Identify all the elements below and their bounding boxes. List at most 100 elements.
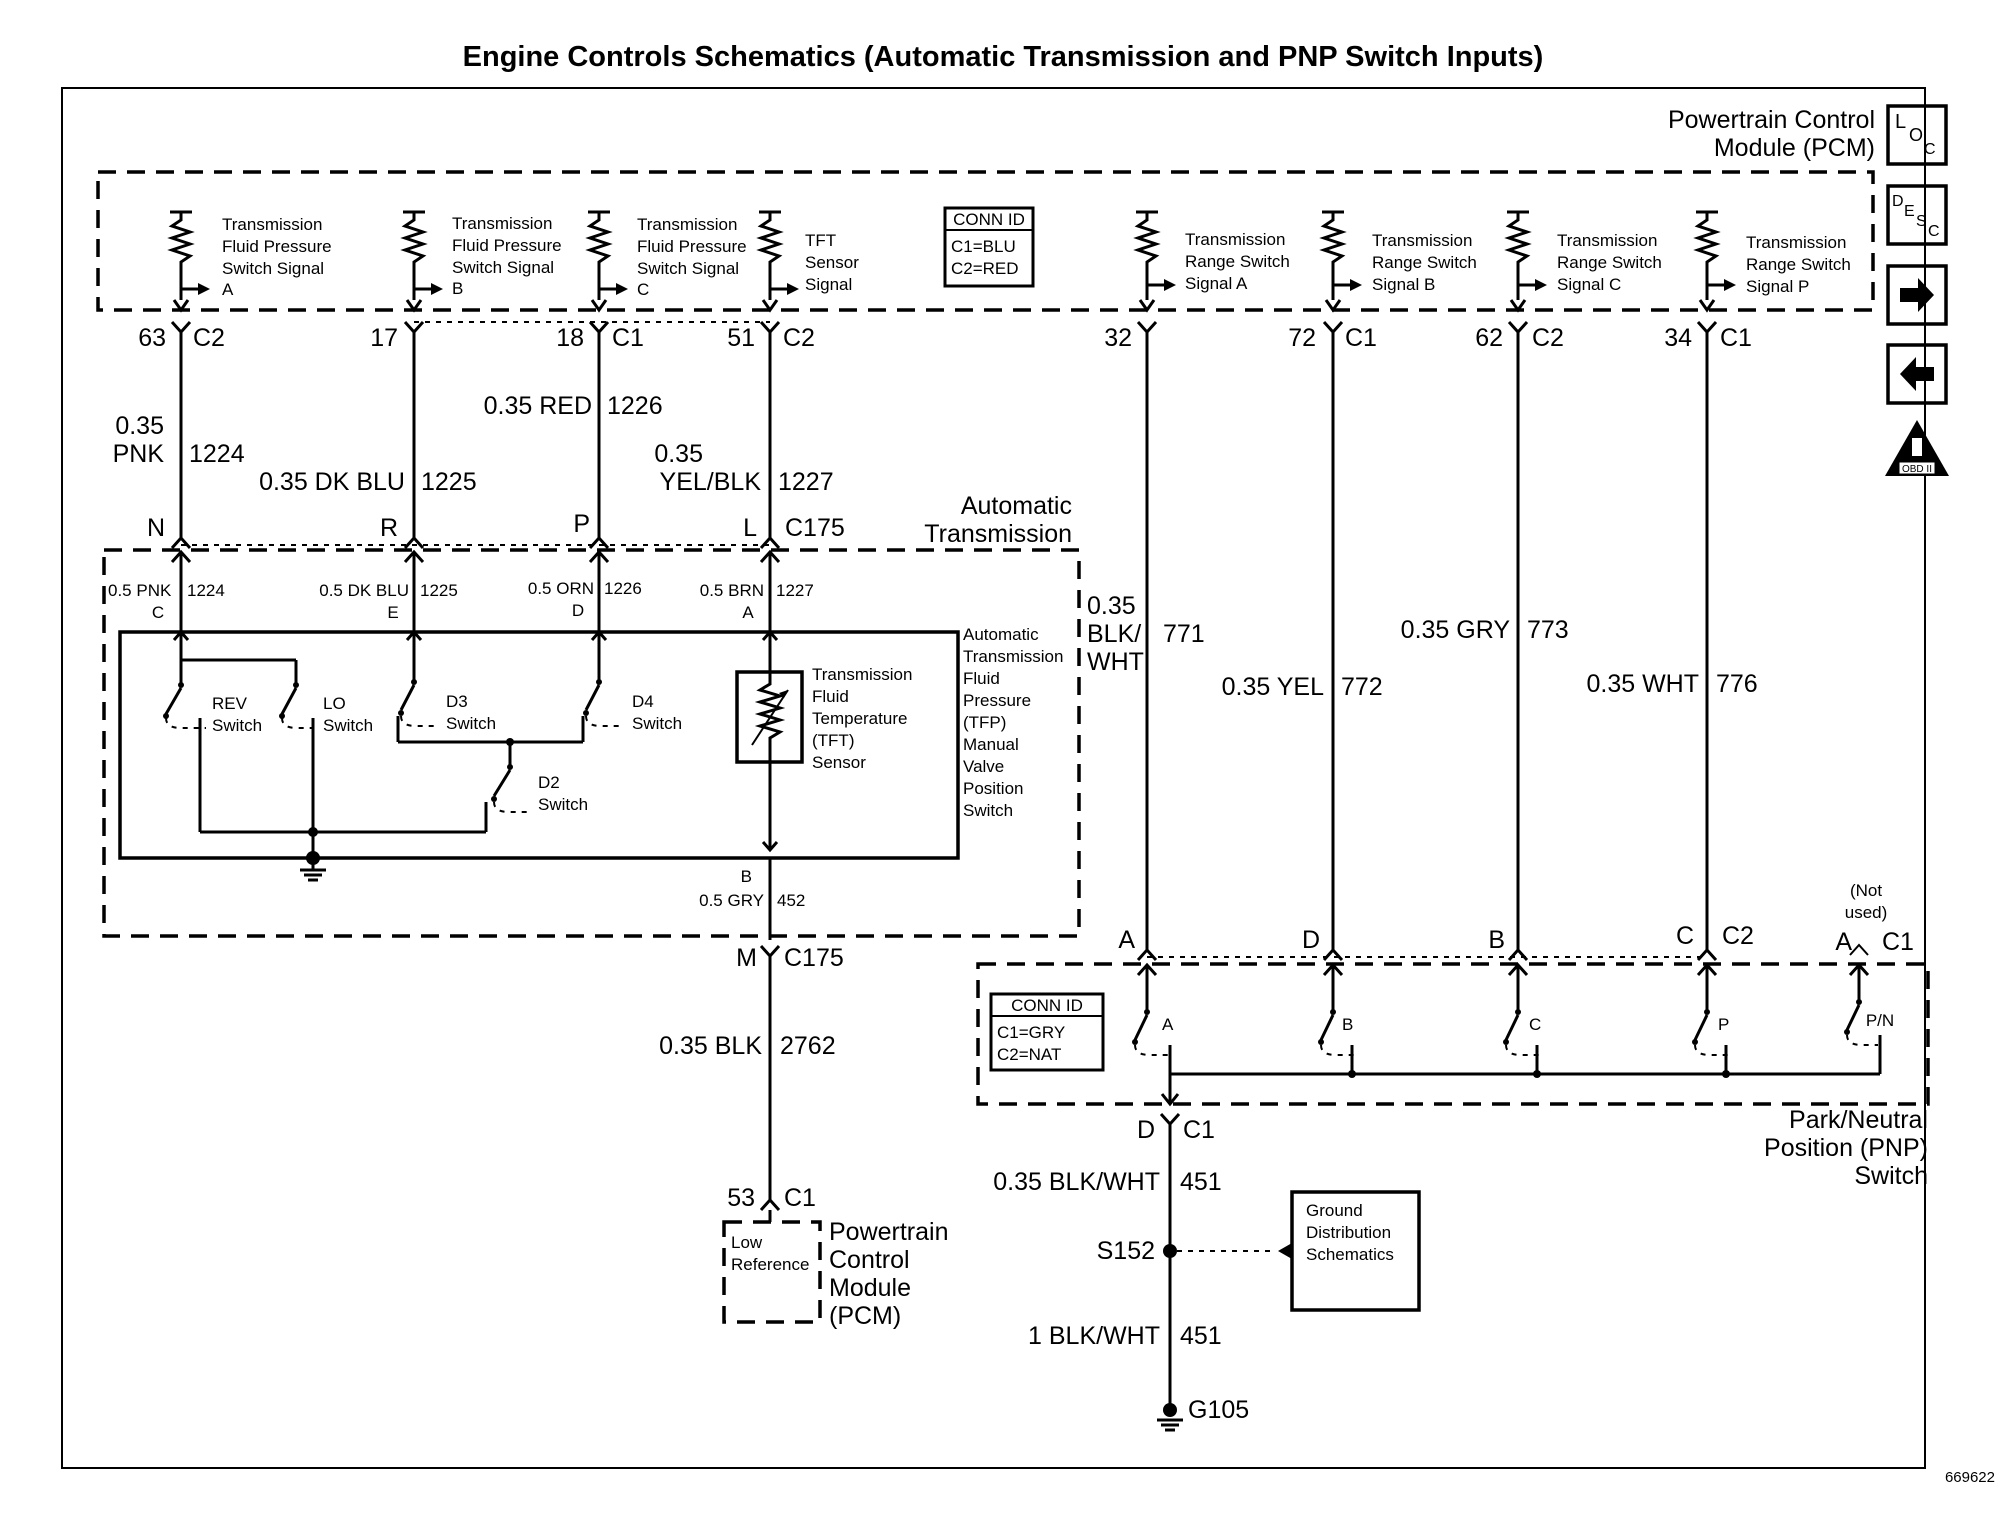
pin-17: 17 (370, 324, 398, 352)
svg-text:L: L (743, 514, 757, 542)
svg-text:C: C (152, 603, 164, 622)
d2-switch: D2 Switch (484, 742, 588, 832)
svg-text:B: B (741, 867, 752, 886)
svg-text:P: P (1718, 1015, 1729, 1034)
svg-text:Control: Control (829, 1246, 910, 1274)
pcm-input-c: Transmission Fluid Pressure Switch Signa… (585, 210, 747, 313)
svg-text:Signal: Signal (805, 275, 852, 294)
svg-text:Switch Signal: Switch Signal (452, 258, 554, 277)
svg-text:771: 771 (1163, 620, 1205, 648)
svg-text:C1=BLU: C1=BLU (951, 237, 1016, 256)
auto-trans-title: Automatic (961, 492, 1072, 520)
svg-text:Transmission: Transmission (963, 647, 1063, 666)
svg-text:(TFP): (TFP) (963, 713, 1006, 732)
svg-text:C: C (1676, 922, 1694, 950)
svg-text:Range Switch: Range Switch (1185, 252, 1290, 271)
pnp-switch-b: B (1318, 965, 1356, 1074)
svg-text:1225: 1225 (421, 468, 477, 496)
low-reference-box (722, 1220, 822, 1324)
svg-text:C: C (1928, 223, 1940, 240)
svg-text:C175: C175 (785, 514, 845, 542)
svg-text:Position (PNP): Position (PNP) (1764, 1134, 1928, 1162)
arrow-right-icon[interactable] (1886, 264, 1948, 326)
svg-text:Valve: Valve (963, 757, 1004, 776)
loc-icon[interactable]: L O C (1886, 104, 1948, 166)
svg-text:C1=GRY: C1=GRY (997, 1023, 1065, 1042)
svg-text:Sensor: Sensor (812, 753, 866, 772)
wire-773 (1507, 320, 1529, 950)
pnp-common-bus (1160, 1070, 1880, 1107)
svg-text:Signal P: Signal P (1746, 277, 1809, 296)
svg-text:D: D (572, 601, 584, 620)
svg-text:Signal C: Signal C (1557, 275, 1621, 294)
svg-text:0.35: 0.35 (115, 412, 164, 440)
svg-text:C1: C1 (1183, 1116, 1215, 1144)
svg-text:OBD II: OBD II (1902, 464, 1932, 475)
svg-text:Transmission: Transmission (452, 214, 552, 233)
svg-text:D4: D4 (632, 692, 654, 711)
svg-text:D: D (1302, 926, 1320, 954)
svg-text:YEL/BLK: YEL/BLK (660, 468, 762, 496)
svg-text:Fluid Pressure: Fluid Pressure (637, 237, 747, 256)
tft-sensor-icon (735, 632, 804, 853)
svg-text:0.5 GRY: 0.5 GRY (699, 891, 764, 910)
svg-text:P/N: P/N (1866, 1011, 1894, 1030)
svg-text:1224: 1224 (187, 581, 225, 600)
svg-text:B: B (452, 279, 463, 298)
sheet-frame (61, 87, 1926, 1469)
svg-text:Manual: Manual (963, 735, 1019, 754)
pnp-switch-pn: P/N (1844, 965, 1894, 1074)
svg-text:E: E (1904, 203, 1915, 220)
obd-icon[interactable]: OBD II (1885, 420, 1949, 476)
svg-text:A: A (1118, 926, 1135, 954)
wire-451 (1159, 1112, 1181, 1408)
svg-text:Switch: Switch (323, 716, 373, 735)
svg-text:Switch Signal: Switch Signal (222, 259, 324, 278)
svg-text:Reference: Reference (731, 1255, 809, 1274)
svg-text:0.35: 0.35 (654, 440, 703, 468)
svg-text:Transmission: Transmission (637, 215, 737, 234)
svg-text:D: D (1892, 193, 1904, 210)
svg-text:1 BLK/WHT: 1 BLK/WHT (1028, 1322, 1160, 1350)
svg-text:C1: C1 (612, 324, 644, 352)
svg-text:1227: 1227 (776, 581, 814, 600)
svg-text:0.5 BRN: 0.5 BRN (700, 581, 764, 600)
pcm-input-a: Transmission Fluid Pressure Switch Signa… (167, 210, 332, 313)
svg-text:Transmission: Transmission (222, 215, 322, 234)
arrow-left-icon[interactable] (1886, 343, 1948, 405)
svg-text:Transmission: Transmission (1372, 231, 1472, 250)
range-input-a: Transmission Range Switch Signal A (1133, 210, 1290, 313)
svg-text:1226: 1226 (607, 392, 663, 420)
svg-text:Switch: Switch (446, 714, 496, 733)
svg-text:C175: C175 (784, 944, 844, 972)
svg-text:Switch Signal: Switch Signal (637, 259, 739, 278)
svg-text:S152: S152 (1097, 1237, 1155, 1265)
svg-text:E: E (387, 603, 398, 622)
svg-text:Fluid Pressure: Fluid Pressure (222, 237, 332, 256)
svg-text:C: C (637, 280, 649, 299)
d3-switch: D3 Switch (396, 632, 496, 742)
svg-text:G105: G105 (1188, 1396, 1249, 1424)
svg-text:451: 451 (1180, 1322, 1222, 1350)
svg-text:Schematics: Schematics (1306, 1245, 1394, 1264)
svg-text:REV: REV (212, 694, 248, 713)
svg-text:776: 776 (1716, 670, 1758, 698)
svg-text:LO: LO (323, 694, 346, 713)
svg-text:Transmission: Transmission (812, 665, 912, 684)
svg-text:C2: C2 (1532, 324, 1564, 352)
pcm-input-b: Transmission Fluid Pressure Switch Signa… (400, 210, 562, 313)
svg-text:772: 772 (1341, 673, 1383, 701)
svg-text:B: B (1488, 926, 1505, 954)
ground-distribution-box[interactable]: Ground Distribution Schematics (1290, 1190, 1421, 1312)
svg-text:Pressure: Pressure (963, 691, 1031, 710)
svg-text:Automatic: Automatic (963, 625, 1039, 644)
svg-text:451: 451 (1180, 1168, 1222, 1196)
ground-icon (300, 851, 326, 882)
svg-text:Distribution: Distribution (1306, 1223, 1391, 1242)
pin-34: 34 (1664, 324, 1692, 352)
svg-text:1224: 1224 (189, 440, 245, 468)
desc-icon[interactable]: D E S C (1886, 184, 1948, 246)
splice-s152 (1163, 1243, 1292, 1259)
conn-id-pcm: CONN ID C1=BLU C2=RED (943, 206, 1035, 288)
